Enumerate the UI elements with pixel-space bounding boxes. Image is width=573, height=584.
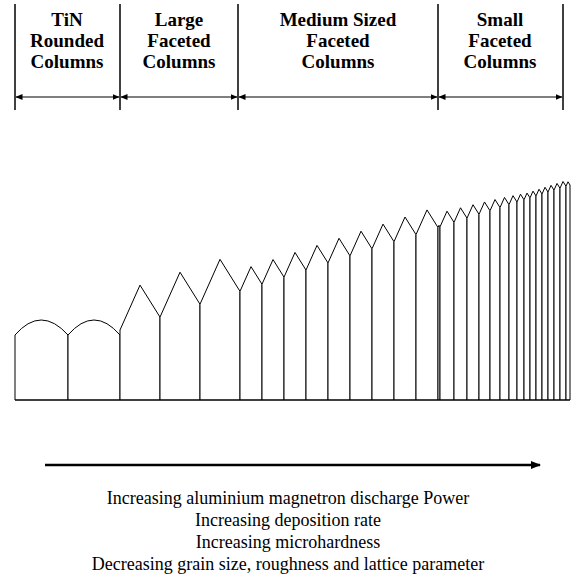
faceted-column [517, 194, 524, 400]
faceted-column [200, 259, 240, 400]
trend-note: Increasing microhardness [196, 532, 380, 554]
faceted-column [530, 191, 536, 400]
trend-note: Increasing aluminium magnetron discharge… [107, 488, 470, 510]
faceted-column [454, 208, 467, 400]
faceted-column [394, 217, 416, 400]
faceted-column [350, 231, 372, 400]
zone-label: Large Faceted Columns [133, 10, 225, 73]
trend-arrow [45, 464, 540, 467]
faceted-column [490, 200, 500, 400]
faceted-column [160, 272, 200, 400]
faceted-column [536, 189, 542, 400]
faceted-column [440, 211, 454, 400]
zone-label: TiN Rounded Columns [21, 10, 113, 73]
faceted-column [416, 210, 438, 400]
faceted-column [500, 197, 509, 400]
faceted-column [548, 185, 554, 400]
faceted-column [554, 183, 560, 400]
faceted-column [509, 196, 517, 400]
faceted-column [306, 245, 328, 400]
zone-label: Medium Sized Faceted Columns [273, 10, 403, 73]
zone-span-arrow [16, 96, 562, 97]
faceted-column [566, 182, 570, 400]
faceted-column [560, 181, 566, 400]
trend-note: Increasing deposition rate [195, 510, 381, 532]
faceted-column [524, 193, 530, 400]
zone-divider [15, 4, 563, 110]
faceted-column [479, 202, 490, 400]
faceted-column [284, 252, 306, 400]
zone-label: Small Faceted Columns [454, 10, 546, 73]
faceted-column [372, 224, 394, 400]
trend-note: Decreasing grain size, roughness and lat… [92, 554, 484, 576]
faceted-column [240, 267, 262, 400]
faceted-column [120, 285, 160, 400]
substrate-line [15, 400, 570, 401]
faceted-column [467, 205, 479, 400]
faceted-column [328, 238, 350, 400]
column-profiles [15, 181, 570, 400]
faceted-column [262, 260, 284, 400]
faceted-column [542, 187, 548, 400]
